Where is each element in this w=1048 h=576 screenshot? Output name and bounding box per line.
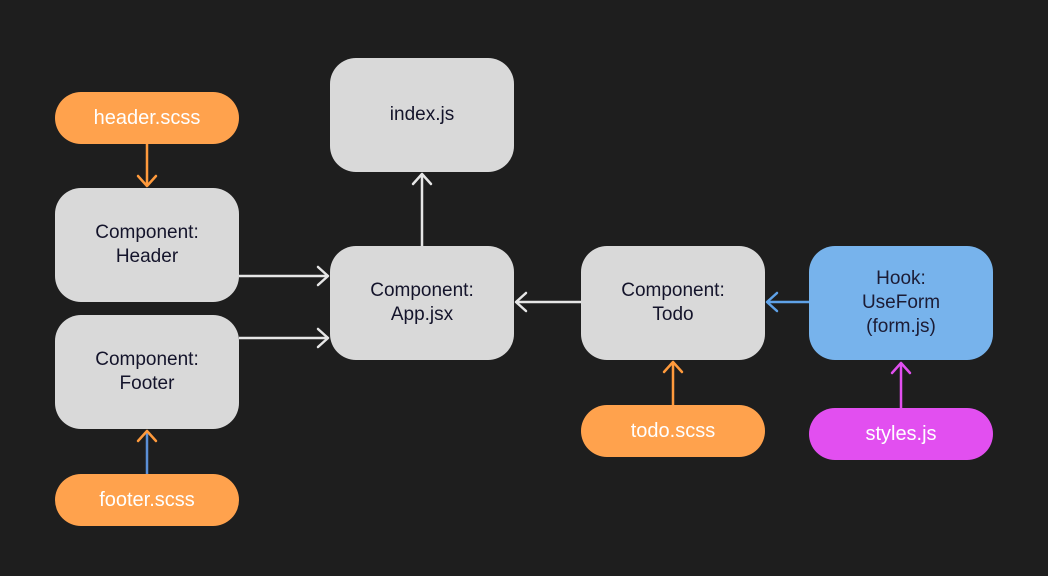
edge-todo-scss-to-todo (662, 360, 684, 405)
node-header-scss: header.scss (55, 92, 239, 144)
node-footer-scss: footer.scss (55, 474, 239, 526)
node-component-header: Component: Header (55, 188, 239, 302)
arrowhead (890, 361, 912, 375)
node-index-js: index.js (330, 58, 514, 172)
node-component-todo: Component: Todo (581, 246, 765, 360)
node-hook-useform: Hook: UseForm (form.js) (809, 246, 993, 360)
arrowhead (411, 172, 433, 186)
node-label: Header (115, 246, 179, 267)
node-label: Footer (119, 373, 175, 394)
node-label: Component: (370, 280, 474, 301)
edge-styles-to-hook (890, 361, 912, 408)
node-styles-js: styles.js (809, 408, 993, 460)
edge-app-to-index (411, 172, 433, 246)
edge-header-to-app (239, 265, 330, 287)
arrowhead (765, 291, 779, 313)
arrowhead (662, 360, 684, 374)
node-todo-scss: todo.scss (581, 405, 765, 457)
node-label: Component: (621, 280, 725, 301)
node-label: todo.scss (630, 420, 716, 442)
node-label: footer.scss (99, 489, 195, 511)
node-component-footer: Component: Footer (55, 315, 239, 429)
arrowhead (136, 429, 158, 443)
edge-hook-to-todo (765, 291, 809, 313)
node-label: styles.js (865, 423, 937, 445)
node-label: (form.js) (866, 316, 936, 337)
edge-footer-scss-to-footer (136, 429, 158, 474)
node-label: Component: (95, 222, 199, 243)
edge-header-scss-to-header (136, 144, 158, 188)
edge-footer-to-app (239, 327, 330, 349)
edge-todo-to-app (514, 291, 581, 313)
arrowhead (514, 291, 528, 313)
node-label: Component: (95, 349, 199, 370)
node-label: header.scss (93, 107, 201, 129)
node-label: Todo (652, 304, 694, 325)
node-label: Hook: (876, 268, 926, 289)
arrowhead (136, 174, 158, 188)
node-label: index.js (389, 104, 455, 125)
node-label: App.jsx (390, 304, 454, 325)
node-label: UseForm (861, 292, 941, 313)
node-component-app: Component: App.jsx (330, 246, 514, 360)
arrowhead (316, 265, 330, 287)
arrowhead (316, 327, 330, 349)
